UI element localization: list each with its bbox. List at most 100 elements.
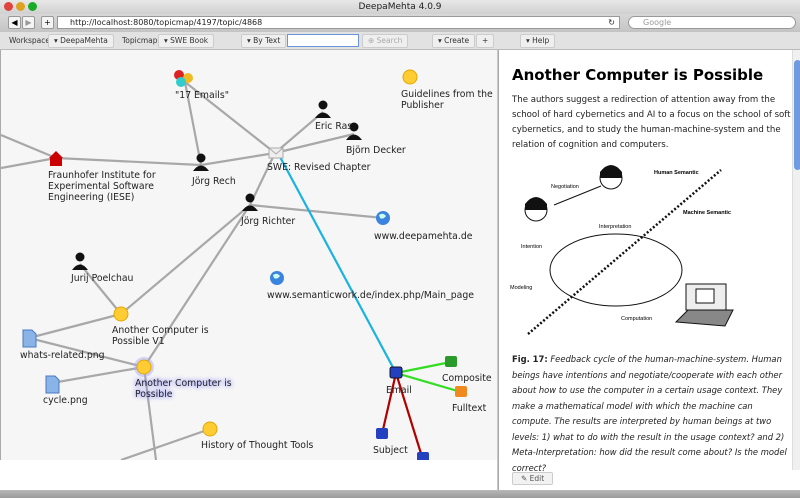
topicmap-canvas[interactable]: "17 Emails" Guidelines from the Publishe… (0, 50, 497, 460)
node-label[interactable]: Composite (442, 373, 492, 384)
fig-label: Interpretation (599, 224, 631, 230)
fig-label: Negotiation (551, 184, 579, 190)
edge[interactable] (142, 366, 158, 460)
topic-type-icon[interactable] (417, 452, 429, 460)
node-label[interactable]: Eric Ras (315, 121, 353, 132)
node-label[interactable]: cycle.png (43, 395, 88, 406)
node-label[interactable]: Guidelines from the Publisher (401, 89, 493, 111)
topicmap-value: SWE Book (170, 36, 209, 45)
edge[interactable] (51, 365, 145, 385)
person-icon[interactable] (193, 153, 209, 172)
person-icon[interactable] (242, 193, 258, 212)
topic-type-icon[interactable] (389, 366, 403, 379)
node-label[interactable]: www.semanticwork.de/index.php/Main_page (267, 290, 474, 301)
node-label[interactable]: www.deepamehta.de (374, 231, 473, 242)
file-icon[interactable] (22, 329, 37, 348)
new-tab-button[interactable]: + (41, 16, 54, 29)
detail-scrollbar[interactable] (792, 50, 800, 470)
node-label[interactable]: History of Thought Tools (201, 440, 314, 451)
node-label[interactable]: SWE: Revised Chapter (267, 162, 371, 173)
edge[interactable] (120, 427, 211, 460)
person-icon[interactable] (315, 100, 331, 119)
note-icon[interactable] (113, 306, 129, 322)
search-button[interactable]: ⊕ Search (362, 34, 409, 48)
node-label-selected[interactable]: Another Computer is Possible (135, 378, 232, 400)
person-drawing-icon (524, 197, 548, 222)
envelope-icon[interactable] (268, 147, 284, 159)
topicmap-edges (1, 69, 467, 460)
edit-button[interactable]: ✎ Edit (512, 472, 554, 485)
help-menu[interactable]: ▾ Help (520, 34, 556, 48)
edge[interactable] (120, 204, 251, 315)
edge[interactable] (249, 203, 384, 220)
edge[interactable] (200, 151, 276, 167)
node-label[interactable]: Jörg Richter (241, 216, 296, 227)
node-label[interactable]: Fulltext (452, 403, 487, 414)
node-label[interactable]: Another Computer is Possible V1 (112, 325, 209, 347)
note-icon[interactable] (202, 421, 218, 437)
edge[interactable] (28, 336, 145, 369)
node-label[interactable]: Jörg Rech (192, 176, 236, 187)
topicmap-select[interactable]: ▾ SWE Book (158, 34, 215, 48)
create-plus-button[interactable]: + (476, 34, 495, 48)
forward-button[interactable]: ▶ (22, 16, 35, 29)
composite-icon[interactable] (445, 356, 457, 367)
feedback-cycle-figure: Negotiation Intention Human Semantic Mac… (510, 165, 734, 335)
edge[interactable] (28, 312, 122, 340)
globe-icon[interactable] (270, 271, 284, 285)
cycle-ellipse (549, 233, 683, 307)
note-icon[interactable] (402, 69, 418, 85)
edge[interactable] (274, 132, 355, 155)
node-label[interactable]: "17 Emails" (175, 90, 229, 101)
fig-label: Computation (621, 316, 652, 322)
topicmap-label: Topicmap (122, 36, 158, 45)
node-label[interactable]: Subject (373, 445, 408, 456)
back-button[interactable]: ◀ (8, 16, 21, 29)
window-title: DeepaMehta 4.0.9 (358, 2, 442, 12)
node-label[interactable]: whats-related.png (20, 350, 105, 361)
create-select[interactable]: ▾ Create (432, 34, 476, 48)
edge[interactable] (395, 371, 462, 394)
node-label[interactable]: Jurij Poelchau (71, 273, 134, 284)
search-mode-select[interactable]: ▾ By Text (241, 34, 287, 48)
url-text: http://localhost:8080/topicmap/4197/topi… (70, 18, 263, 27)
url-field[interactable]: http://localhost:8080/topicmap/4197/topi… (57, 16, 620, 29)
globe-icon[interactable] (376, 211, 390, 225)
edge[interactable] (79, 263, 122, 315)
person-icon[interactable] (346, 122, 362, 141)
file-icon[interactable] (45, 375, 60, 394)
google-search-input[interactable]: Google (628, 16, 796, 29)
emails-icon[interactable] (174, 70, 193, 87)
fulltext-icon[interactable] (455, 386, 467, 397)
node-label[interactable]: Björn Decker (346, 145, 406, 156)
topic-body: The authors suggest a redirection of att… (512, 95, 791, 150)
edge[interactable] (184, 81, 276, 154)
reload-icon[interactable]: ↻ (608, 18, 615, 27)
edge[interactable] (1, 156, 57, 170)
search-input[interactable] (287, 34, 359, 47)
person-icon[interactable] (72, 252, 88, 271)
help-label: Help (532, 36, 550, 45)
edge[interactable] (274, 111, 324, 154)
zoom-window-button[interactable] (28, 2, 37, 11)
node-label[interactable]: Fraunhofer Institute for Experimental So… (48, 170, 156, 203)
edge[interactable] (143, 204, 251, 368)
close-window-button[interactable] (4, 2, 13, 11)
edge[interactable] (380, 372, 398, 435)
edge[interactable] (55, 156, 202, 167)
minimize-window-button[interactable] (16, 2, 25, 11)
edge-sequence[interactable] (278, 154, 397, 374)
edge[interactable] (1, 133, 57, 160)
edge[interactable] (394, 372, 425, 460)
edge[interactable] (395, 360, 452, 375)
scrollbar-thumb[interactable] (794, 60, 800, 170)
fig-label: Intention (521, 244, 542, 250)
caption-text: Feedback cycle of the human-machine-syst… (512, 354, 787, 473)
workspace-select[interactable]: ▾ DeepaMehta (48, 34, 114, 48)
note-icon-selected[interactable] (136, 359, 152, 375)
topic-type-icon[interactable] (376, 428, 388, 439)
house-icon[interactable] (49, 151, 63, 166)
node-label[interactable]: Email (386, 385, 412, 396)
map-footer (0, 460, 497, 490)
edge[interactable] (183, 81, 203, 166)
